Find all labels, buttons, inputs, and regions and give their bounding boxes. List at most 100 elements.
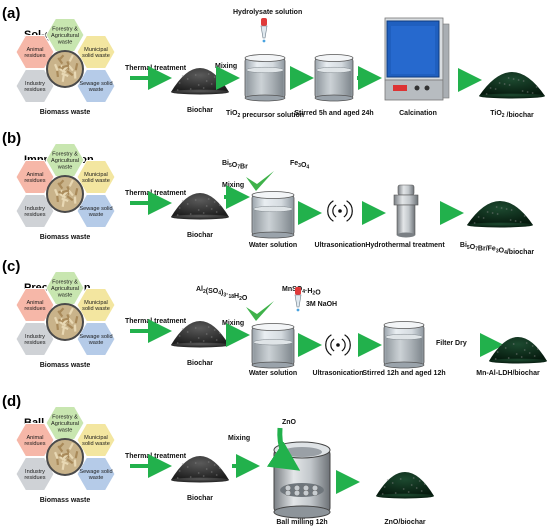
ball-mill-jar — [266, 427, 331, 519]
hex-municipal — [76, 160, 116, 194]
product-pile — [489, 337, 547, 364]
panel-b: (b)ImpregnationForestry &Agriculturalwas… — [2, 130, 534, 256]
sonication-label: Ultrasonication — [313, 370, 364, 377]
panel-letter: (c) — [2, 258, 20, 275]
hex-label-sewage: Sewage solid — [79, 206, 112, 212]
hex-label-forestry: Agricultural — [51, 158, 79, 164]
hex-label-forestry: Forestry & — [52, 415, 78, 421]
beaker-water-solution — [251, 191, 295, 239]
hex-animal — [15, 288, 55, 322]
hex-label-animal: residues — [24, 178, 45, 184]
hex-label-animal: residues — [24, 441, 45, 447]
hex-label-industry: residues — [24, 87, 45, 93]
hex-label-forestry: Agricultural — [51, 33, 79, 39]
hex-municipal — [76, 35, 116, 69]
hex-sewage — [76, 457, 116, 491]
reagent-fe3o4: Fe3O4 — [290, 160, 309, 171]
biomass-chips-image — [46, 303, 84, 341]
mixing-label: Mixing — [228, 435, 250, 442]
hex-label-animal: Animal — [26, 172, 43, 178]
hex-label-sewage: waste — [88, 212, 104, 218]
dropper-icon — [260, 18, 268, 43]
mixing-check-icon — [246, 301, 274, 321]
hex-label-animal: residues — [24, 53, 45, 59]
filter-label: Filter Dry — [436, 340, 467, 347]
hex-label-municipal: Municipal — [84, 435, 108, 441]
hex-label-industry: Industry — [25, 81, 45, 87]
hex-label-sewage: waste — [88, 340, 104, 346]
biomass-chips-image — [46, 438, 84, 476]
beaker-tio2-precursor — [244, 54, 286, 102]
hex-label-municipal: Municipal — [84, 300, 108, 306]
hex-forestry — [45, 18, 85, 52]
hex-label-sewage: Sewage solid — [79, 81, 112, 87]
biomass-caption: Biomass waste — [40, 497, 91, 504]
hex-label-forestry: Agricultural — [51, 286, 79, 292]
hex-label-industry: residues — [24, 340, 45, 346]
hex-label-municipal: solid waste — [82, 53, 110, 59]
hex-animal — [15, 423, 55, 457]
hex-label-industry: Industry — [25, 206, 45, 212]
hex-label-industry: residues — [24, 212, 45, 218]
biochar-label: Biochar — [187, 495, 213, 502]
hex-sewage — [76, 69, 116, 103]
hex-industry — [15, 194, 55, 228]
panel-letter: (b) — [2, 130, 21, 147]
reagent-mnso4: MnSO4·H2O — [282, 286, 321, 297]
hex-label-forestry: Forestry & — [52, 280, 78, 286]
hex-label-municipal: solid waste — [82, 441, 110, 447]
hex-label-sewage: Sewage solid — [79, 334, 112, 340]
stirred-label: Stirred 5h and aged 24h — [294, 110, 373, 117]
product-label: Mn-Al-LDH/biochar — [476, 370, 540, 377]
hex-animal — [15, 35, 55, 69]
hex-industry — [15, 457, 55, 491]
biomass-hex-cluster: Forestry &AgriculturalwasteAnimalresidue… — [15, 18, 116, 116]
biochar-label: Biochar — [187, 107, 213, 114]
biomass-chips-image — [46, 175, 84, 213]
biomass-hex-cluster: Forestry &AgriculturalwasteAnimalresidue… — [15, 271, 116, 369]
dropper-icon — [294, 287, 302, 312]
mixing-check-icon — [246, 171, 274, 191]
panel-d: (d)Ball millingForestry &Agriculturalwas… — [2, 393, 434, 526]
hex-forestry — [45, 406, 85, 440]
hex-label-industry: Industry — [25, 334, 45, 340]
thermal-label: Thermal treatment — [125, 453, 187, 460]
hex-forestry — [45, 143, 85, 177]
solution-label: Water solution — [249, 370, 297, 377]
solution-label: Water solution — [249, 242, 297, 249]
ultrasonication-icon — [325, 334, 351, 356]
thermal-label: Thermal treatment — [125, 318, 187, 325]
thermal-label: Thermal treatment — [125, 190, 187, 197]
hex-label-forestry: Agricultural — [51, 421, 79, 427]
hex-forestry — [45, 271, 85, 305]
hex-label-sewage: Sewage solid — [79, 469, 112, 475]
hex-label-animal: Animal — [26, 47, 43, 53]
hex-label-municipal: Municipal — [84, 172, 108, 178]
biochar-label: Biochar — [187, 232, 213, 239]
product-label: TiO2 /biochar — [490, 110, 534, 119]
biochar-label: Biochar — [187, 360, 213, 367]
biomass-caption: Biomass waste — [40, 234, 91, 241]
hex-label-forestry: Forestry & — [52, 27, 78, 33]
hex-animal — [15, 160, 55, 194]
biochar-pile — [171, 456, 229, 483]
biochar-pile — [171, 193, 229, 220]
hex-label-forestry: waste — [57, 39, 73, 45]
hex-industry — [15, 322, 55, 356]
product-label: ZnO/biochar — [384, 519, 426, 526]
hex-municipal — [76, 423, 116, 457]
hex-label-forestry: waste — [57, 164, 73, 170]
hex-label-municipal: Municipal — [84, 47, 108, 53]
device-label: Hydrothermal treatment — [365, 242, 445, 249]
stirred-label: Stirred 12h and aged 12h — [362, 370, 445, 377]
reagent-hydrolysate: Hydrolysate solution — [233, 9, 302, 16]
product-pile — [376, 472, 434, 499]
hex-label-sewage: waste — [88, 87, 104, 93]
hex-label-animal: Animal — [26, 435, 43, 441]
hex-label-municipal: solid waste — [82, 306, 110, 312]
biomass-caption: Biomass waste — [40, 362, 91, 369]
mixing-label: Mixing — [222, 182, 244, 189]
hex-municipal — [76, 288, 116, 322]
hex-label-forestry: waste — [57, 427, 73, 433]
